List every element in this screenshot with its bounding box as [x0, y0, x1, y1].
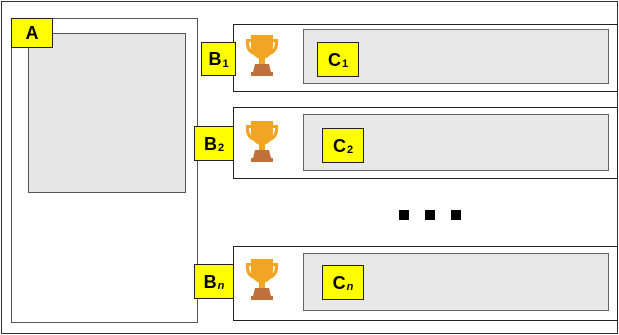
label-bn-sub: n: [217, 280, 225, 292]
row-n-slot: [303, 253, 609, 311]
label-bn-text: B: [203, 271, 217, 292]
label-c1-text: C: [327, 49, 341, 70]
label-b2-sub: 2: [217, 142, 225, 154]
dot: [399, 210, 409, 220]
label-a-text: A: [25, 23, 39, 43]
dot: [425, 210, 435, 220]
label-a: A: [11, 18, 53, 48]
label-b1-sub: 1: [222, 57, 229, 70]
label-c2-text: C: [332, 135, 346, 156]
trophy-icon: [242, 118, 282, 164]
trophy-icon: [242, 256, 282, 302]
dot: [451, 210, 461, 220]
trophy-icon: [242, 32, 282, 78]
label-b1-text: B: [208, 49, 222, 69]
label-c2-sub: 2: [346, 144, 354, 156]
label-b2-text: B: [203, 133, 217, 154]
label-cn-text: C: [332, 272, 346, 293]
panel-a-inner-box: [28, 33, 186, 193]
ellipsis-dots: [399, 210, 461, 220]
label-cn-sub: n: [346, 281, 354, 293]
label-c1-sub: 1: [341, 58, 349, 70]
